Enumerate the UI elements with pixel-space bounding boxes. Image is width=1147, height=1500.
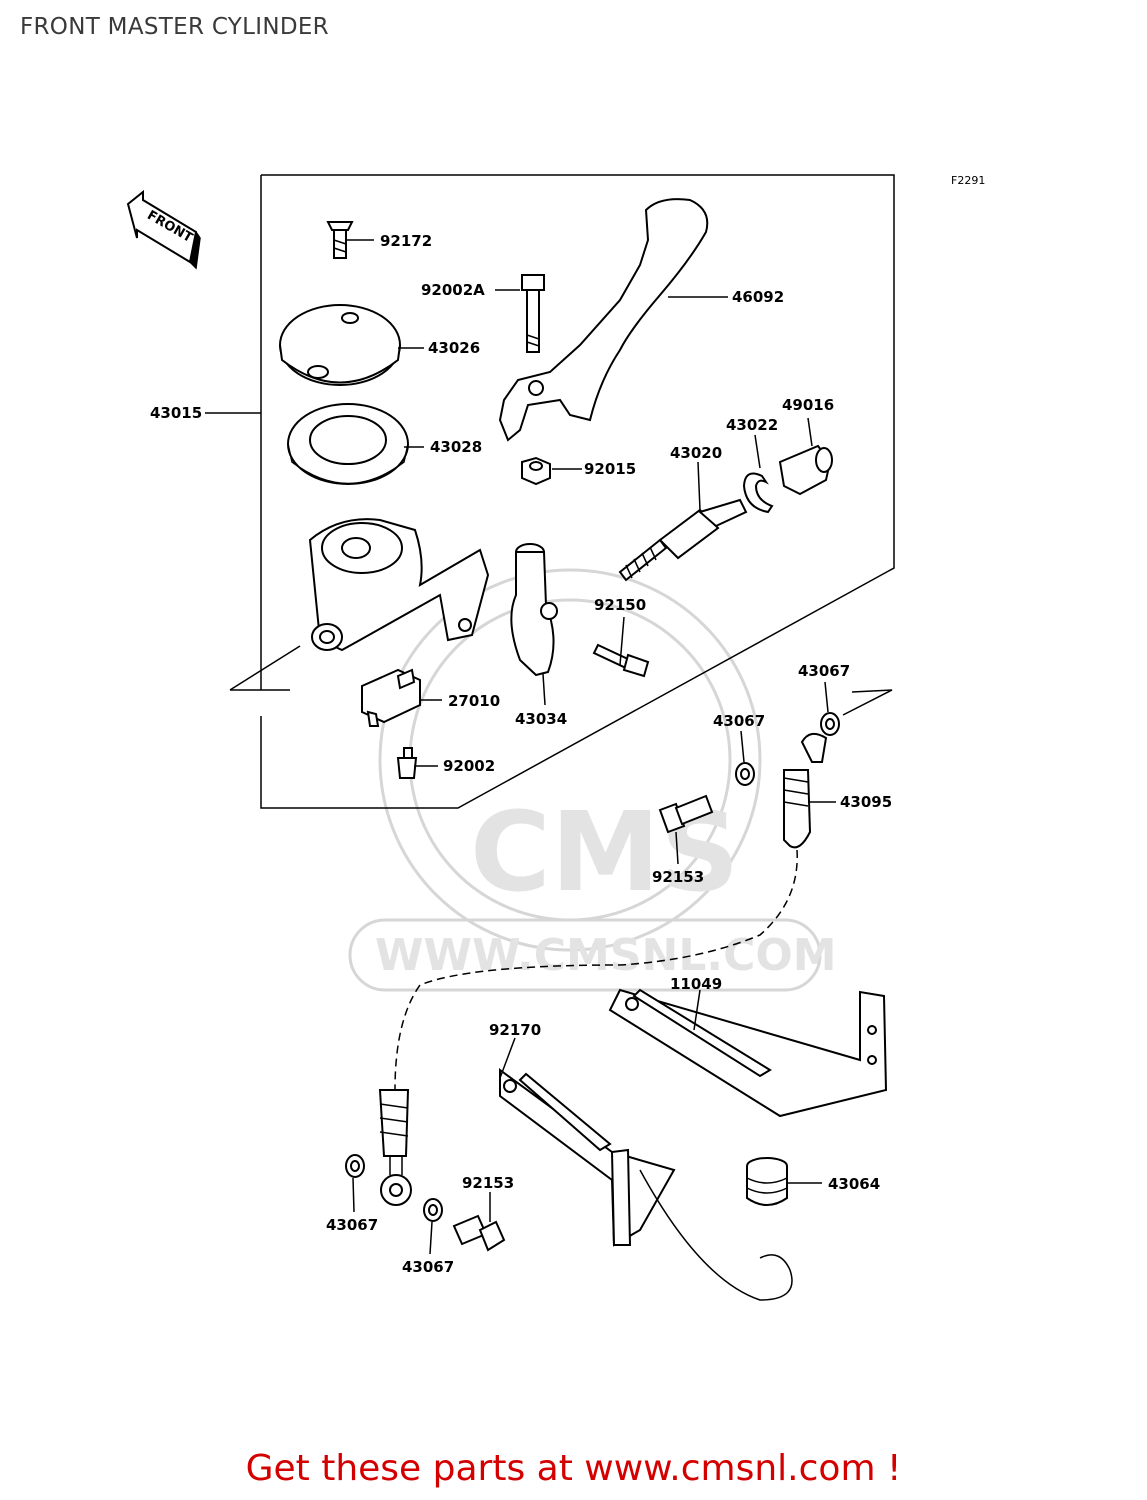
leader-lines bbox=[346, 239, 836, 1255]
brake-switch-27010 bbox=[361, 668, 421, 727]
assembly-outline bbox=[205, 174, 895, 809]
part-label-46092: 46092 bbox=[732, 288, 784, 306]
svg-text:WWW.CMSNL.COM: WWW.CMSNL.COM bbox=[375, 930, 837, 981]
part-label-92015: 92015 bbox=[584, 460, 636, 478]
master-cylinder-body bbox=[308, 518, 490, 652]
part-label-43022: 43022 bbox=[726, 416, 778, 434]
diaphragm-43028 bbox=[287, 403, 409, 485]
part-label-92150: 92150 bbox=[594, 596, 646, 614]
part-label-92172: 92172 bbox=[380, 232, 432, 250]
part-label-43015: 43015 bbox=[150, 404, 202, 422]
bolt-92150 bbox=[592, 643, 650, 678]
banjo-fitting-lower bbox=[378, 1089, 412, 1206]
washer-43067-lower-left bbox=[345, 1154, 365, 1178]
part-label-43067-upper: 43067 bbox=[798, 662, 850, 680]
part-label-43067-lower-mid: 43067 bbox=[402, 1258, 454, 1276]
screw-92172 bbox=[326, 221, 354, 259]
banjo-bolt-92153-lower bbox=[452, 1214, 506, 1252]
footer-link[interactable]: Get these parts at www.cmsnl.com ! bbox=[245, 1448, 902, 1489]
banjo-bolt-92153-upper bbox=[658, 794, 714, 834]
part-label-92002A: 92002A bbox=[421, 281, 485, 299]
part-labels: 92172 92002A 46092 43026 43015 43028 490… bbox=[150, 232, 892, 1276]
part-label-43026: 43026 bbox=[428, 339, 480, 357]
reservoir-cap-43026 bbox=[279, 304, 401, 386]
nut-92015 bbox=[521, 456, 551, 486]
part-label-92170: 92170 bbox=[489, 1021, 541, 1039]
part-label-43028: 43028 bbox=[430, 438, 482, 456]
part-label-43095: 43095 bbox=[840, 793, 892, 811]
part-label-43020: 43020 bbox=[670, 444, 722, 462]
part-label-92153-upper: 92153 bbox=[652, 868, 704, 886]
part-label-43034: 43034 bbox=[515, 710, 567, 728]
exploded-parts-diagram: CMS WWW.CMSNL.COM F2291 FRONT bbox=[126, 174, 985, 1301]
grommet-43064 bbox=[746, 1157, 788, 1206]
dust-boot-49016 bbox=[778, 444, 833, 496]
part-label-92002: 92002 bbox=[443, 757, 495, 775]
part-label-43067-mid: 43067 bbox=[713, 712, 765, 730]
page-title: FRONT MASTER CYLINDER bbox=[20, 14, 329, 40]
bracket-11049 bbox=[608, 988, 888, 1118]
part-label-27010: 27010 bbox=[448, 692, 500, 710]
part-label-49016: 49016 bbox=[782, 396, 834, 414]
washer-43067-mid bbox=[735, 762, 755, 786]
part-label-43064: 43064 bbox=[828, 1175, 880, 1193]
part-label-11049: 11049 bbox=[670, 975, 722, 993]
screw-92002 bbox=[396, 747, 418, 779]
figure-code: F2291 bbox=[951, 174, 985, 187]
brake-lever-46092 bbox=[498, 198, 709, 442]
front-arrow-icon: FRONT bbox=[126, 189, 201, 270]
washer-43067-upper bbox=[820, 712, 840, 736]
part-label-43067-lower-left: 43067 bbox=[326, 1216, 378, 1234]
pivot-bolt-92002A bbox=[521, 274, 545, 353]
clamp-92170 bbox=[499, 1068, 793, 1301]
clamp-43034 bbox=[510, 543, 558, 677]
washer-43067-lower-mid bbox=[423, 1198, 443, 1222]
circlip-43022 bbox=[742, 472, 774, 514]
brake-hose-43095 bbox=[394, 732, 828, 1091]
part-label-92153-lower: 92153 bbox=[462, 1174, 514, 1192]
piston-assy-43020 bbox=[618, 498, 748, 582]
cms-watermark: CMS WWW.CMSNL.COM bbox=[348, 568, 837, 992]
